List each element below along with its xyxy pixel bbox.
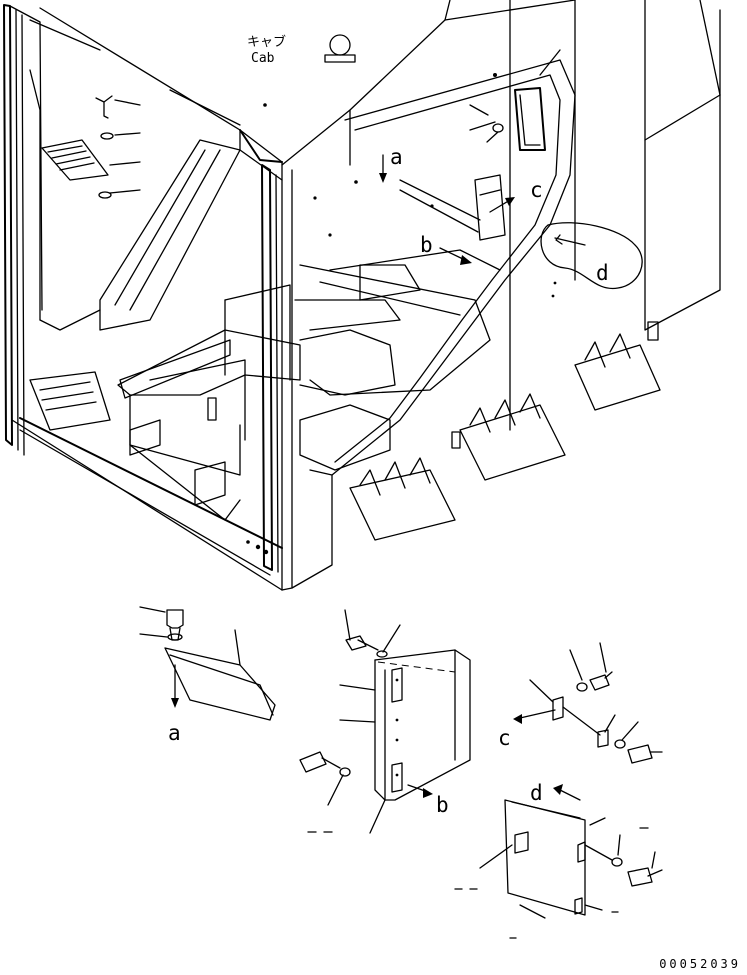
view-label-c-top: c <box>530 178 543 202</box>
cab-label-jp: キャブ <box>247 34 286 50</box>
detail-a <box>139 606 276 721</box>
view-label-a: a <box>168 721 181 745</box>
view-arrows <box>379 154 515 265</box>
cab-assembly <box>3 0 721 591</box>
view-d-balloon <box>540 222 643 290</box>
view-label-b-top: b <box>420 233 433 257</box>
view-label-c: c <box>498 726 511 750</box>
detail-d <box>479 784 663 919</box>
part-number-placeholders <box>307 827 649 939</box>
drawing-number: 00052039 <box>659 957 741 971</box>
view-label-a-top: a <box>390 145 403 169</box>
cab-label-en: Cab <box>251 51 275 66</box>
view-label-d-top: d <box>596 261 609 285</box>
detail-c <box>513 642 663 764</box>
view-label-d: d <box>530 781 543 805</box>
leader-lines <box>95 49 561 199</box>
view-label-b: b <box>436 793 449 817</box>
undercarriage-guards <box>349 321 661 541</box>
detail-b <box>299 609 471 834</box>
